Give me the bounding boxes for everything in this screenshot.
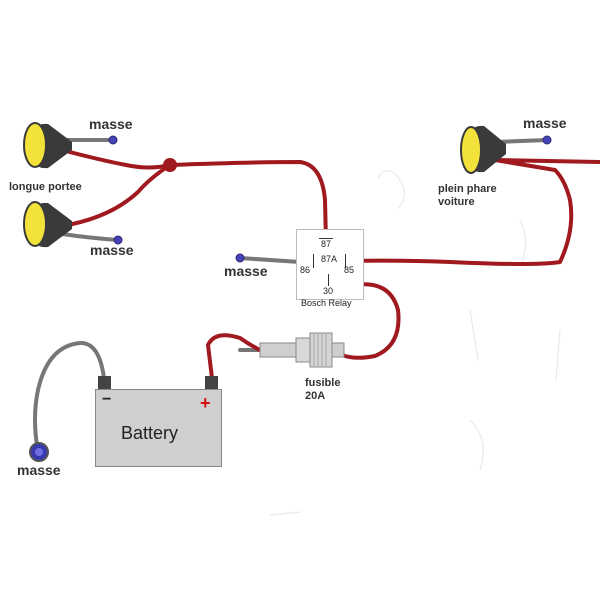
relay-contact-87 <box>319 238 333 239</box>
relay-pin-86: 86 <box>300 265 311 275</box>
background-sketch-marks <box>269 169 561 516</box>
ground-wires <box>33 138 549 454</box>
relay-pin-87a: 87A <box>321 254 338 264</box>
battery <box>95 389 222 467</box>
ground-wire-relay-86 <box>238 256 302 264</box>
bosch-relay <box>296 229 364 300</box>
label-longue-portee: longue portee <box>9 181 82 193</box>
ground-dot-lamp-top <box>108 135 118 145</box>
ground-dot-relay <box>235 253 245 263</box>
masse-label-lamp-top: masse <box>89 116 133 132</box>
label-plein-phare: plein phare voiture <box>438 183 497 208</box>
relay-pin-30: 30 <box>323 286 334 296</box>
battery-plus-sign: + <box>200 393 211 413</box>
masse-label-battery: masse <box>17 462 61 478</box>
ground-wire-battery <box>33 341 107 454</box>
wire-lamp-top-to-splice <box>60 148 172 170</box>
ground-wire-lamp-bottom <box>60 232 120 242</box>
fuse <box>259 332 345 368</box>
splice-dot <box>163 158 177 172</box>
battery-label: Battery <box>121 423 179 443</box>
wire-lamp-bottom-to-splice <box>60 163 172 228</box>
masse-label-plein-phare: masse <box>523 115 567 131</box>
relay-name: Bosch Relay <box>301 298 352 308</box>
ground-wire-plein-phare <box>493 138 549 144</box>
wire-relay-87a-to-plein-phare <box>344 158 600 266</box>
wire-battery-plus-to-fuse <box>206 333 262 380</box>
battery-terminal-plus <box>205 376 218 389</box>
relay-contact-30 <box>328 274 329 286</box>
battery-terminal-minus <box>98 376 111 389</box>
power-wires <box>60 148 600 380</box>
ground-dot-lamp-bottom <box>113 235 123 245</box>
ground-dots <box>108 135 552 263</box>
ground-dot-plein-phare <box>542 135 552 145</box>
label-fuse: fusible 20A <box>305 377 341 402</box>
masse-label-lamp-bottom: masse <box>90 242 134 258</box>
relay-contact-85 <box>345 254 346 268</box>
lamp-plein-phare <box>460 125 506 174</box>
battery-minus-sign: − <box>102 391 112 408</box>
wire-splice-to-relay-87 <box>168 160 328 244</box>
relay-pin-87: 87 <box>321 239 332 249</box>
relay-contact-86 <box>313 254 314 268</box>
lamp-longue-portee-bottom <box>23 201 72 248</box>
relay-pin-85: 85 <box>344 265 355 275</box>
lamp-longue-portee-top <box>23 122 72 169</box>
masse-label-relay: masse <box>224 263 268 279</box>
